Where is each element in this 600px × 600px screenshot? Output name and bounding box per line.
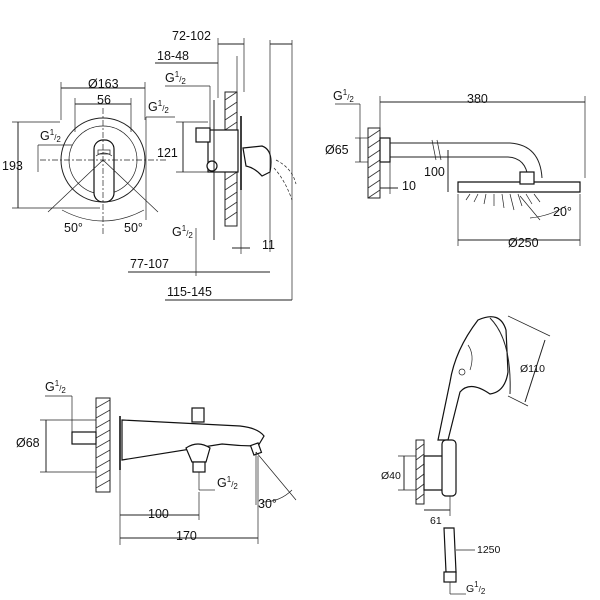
mixer-lever-detail xyxy=(95,152,113,157)
dim-label-40: Ø40 xyxy=(381,470,401,482)
mixer-front-view: Ø163 56 193 G1/2 G1/2 50° 50° xyxy=(2,77,175,236)
dim-label-115-145: 115-145 xyxy=(167,285,212,299)
mixer-logo-plate xyxy=(97,149,111,155)
thread-label-mixer-left: G1/2 xyxy=(40,128,61,144)
hose xyxy=(443,527,457,573)
dim-label-61: 61 xyxy=(430,515,442,527)
thread-label-shower: G1/2 xyxy=(333,88,354,104)
thread-label-mixer-bottom: G1/2 xyxy=(172,224,193,240)
hand-shower-view: Ø110 Ø40 61 1250 G1/2 xyxy=(381,315,551,596)
mixer-lever-side xyxy=(242,145,272,177)
dim-label-10: 10 xyxy=(402,179,416,193)
thread-label-spout-bottom: G1/2 xyxy=(217,475,238,491)
dim-label-193: 193 xyxy=(2,159,23,173)
dim-label-68: Ø68 xyxy=(16,436,40,450)
diverter-knob xyxy=(191,407,205,423)
dim-label-77-107: 77-107 xyxy=(130,257,169,271)
thread-label-spout-left: G1/2 xyxy=(45,379,66,395)
dim-label-163: Ø163 xyxy=(88,77,119,91)
dim-label-20: 20° xyxy=(553,205,572,219)
dim-label-121: 121 xyxy=(157,146,178,160)
thread-label-mixer-top: G1/2 xyxy=(165,70,186,86)
dim-label-30: 30° xyxy=(258,497,277,511)
dim-label-56: 56 xyxy=(97,93,111,107)
dim-label-shower-100: 100 xyxy=(424,165,445,179)
angle-arc xyxy=(61,209,145,222)
dim-label-65: Ø65 xyxy=(325,143,349,157)
angle-label-left: 50° xyxy=(64,221,83,235)
head-shower-view: 380 G1/2 Ø65 100 10 20° Ø250 xyxy=(325,88,586,250)
shower-arm-top xyxy=(390,142,543,179)
dim-label-110: Ø110 xyxy=(520,363,545,375)
mixer-side-section: 121 72-102 18-48 G1/2 G1/2 11 77-107 115… xyxy=(128,29,297,301)
mixer-lever xyxy=(93,139,115,203)
dim-label-380: 380 xyxy=(467,92,488,106)
shower-arm-bottom xyxy=(390,156,529,179)
angle-label-right: 50° xyxy=(124,221,143,235)
dim-label-11: 11 xyxy=(262,238,275,252)
dim-label-spout-100: 100 xyxy=(148,507,169,521)
thread-label-mixer-right: G1/2 xyxy=(148,99,169,115)
dim-label-18-48: 18-48 xyxy=(157,49,189,63)
dim-label-1250: 1250 xyxy=(477,544,501,556)
shower-head xyxy=(457,181,581,193)
dim-label-170: 170 xyxy=(176,529,197,543)
dim-label-250: Ø250 xyxy=(508,236,539,250)
thread-label-hose: G1/2 xyxy=(466,580,486,596)
hand-shower-body xyxy=(437,316,509,441)
dim-label-72-102: 72-102 xyxy=(172,29,211,43)
bath-spout-view: G1/2 Ø68 G1/2 30° 100 170 xyxy=(16,379,297,545)
